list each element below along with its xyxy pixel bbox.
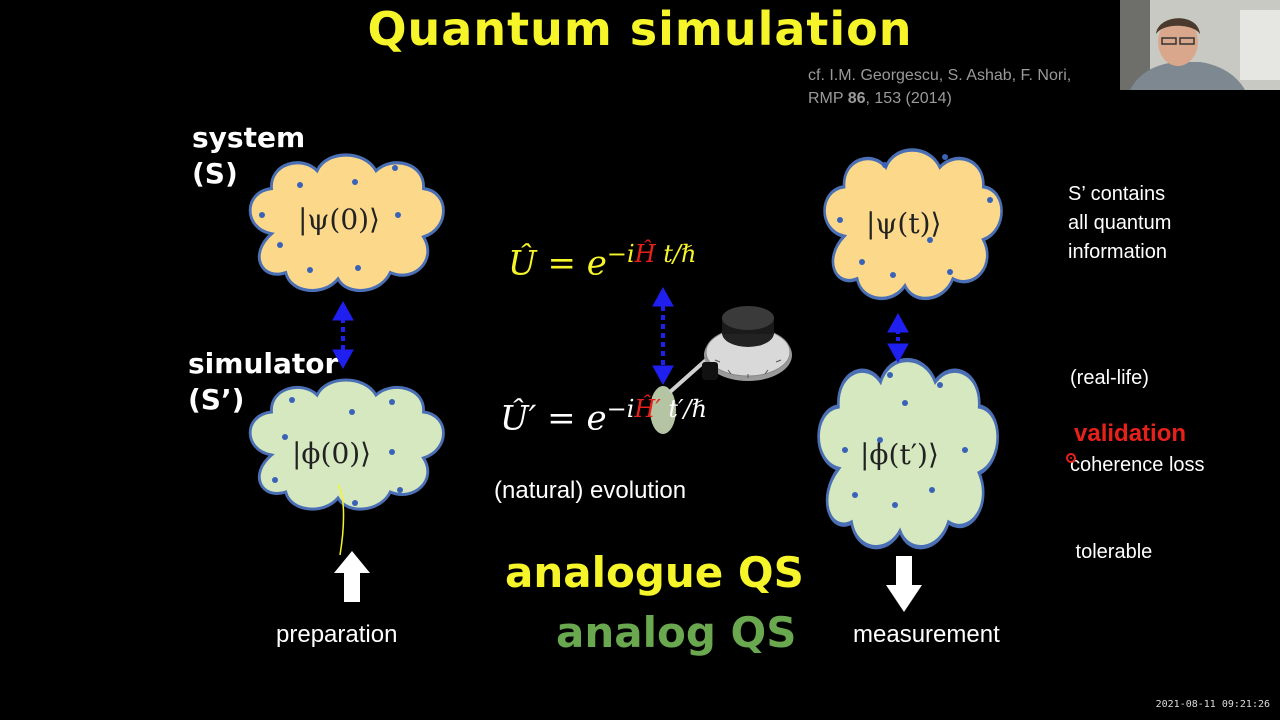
- formula-U-exp-post: t/ℏ: [655, 240, 697, 268]
- reference-line-1: cf. I.M. Georgescu, S. Ashab, F. Nori,: [808, 67, 1072, 84]
- recording-timestamp: 2021-08-11 09:21:26: [1155, 699, 1270, 710]
- simulator-label-symbol: (S’): [188, 383, 245, 416]
- state-phi0: |ϕ(0)⟩: [292, 437, 372, 470]
- measurement-label: measurement: [853, 621, 1000, 648]
- dashed-double-arrow-icon: [887, 312, 909, 364]
- system-particles: [259, 165, 401, 273]
- system-particles-t: [837, 154, 993, 278]
- state-psit: |ψ(t)⟩: [866, 207, 942, 240]
- control-knob-icon: [650, 306, 792, 434]
- analogue-qs-label: analogue QS: [505, 548, 804, 597]
- pointer-cursor-icon: [1066, 453, 1076, 463]
- formula-U-eq: = e: [536, 243, 607, 284]
- side-note-line: all quantum: [1068, 212, 1172, 234]
- preparation-label: preparation: [276, 621, 398, 648]
- simulator-particles: [272, 397, 403, 506]
- evolution-label: (natural) evolution: [494, 477, 687, 504]
- down-arrow-icon: [886, 556, 922, 612]
- side-note-line: coherence loss: [1070, 454, 1205, 476]
- system-label-symbol: (S): [192, 157, 238, 190]
- side-note-line: tolerable: [1070, 541, 1153, 563]
- formula-U-lhs: Û: [508, 243, 537, 284]
- simulator-label-text: simulator: [188, 347, 339, 380]
- formula-Up-eq: = e: [536, 398, 607, 439]
- formula-Up-exp-pre: −i: [606, 395, 635, 423]
- dashed-double-arrow-icon: [652, 286, 674, 386]
- formula-Up-hamiltonian: Ĥ′: [634, 395, 661, 423]
- side-note-line: (real-life): [1070, 367, 1149, 389]
- formula-U-prime: Û′ = e−iĤ′ t′/ℏ: [500, 395, 707, 438]
- analog-qs-label: analog QS: [556, 608, 797, 657]
- side-note-information: S’ contains all quantum information: [1068, 180, 1171, 267]
- formula-Up-exp-post: t′/ℏ: [660, 395, 708, 423]
- state-psi0: |ψ(0)⟩: [298, 203, 380, 236]
- formula-U-exp-pre: −i: [606, 240, 635, 268]
- formula-U-hamiltonian: Ĥ: [634, 240, 656, 268]
- validation-label: validation: [1074, 420, 1187, 447]
- presenter-image: [1120, 0, 1280, 90]
- dashed-double-arrow-icon: [332, 300, 354, 370]
- formula-U: Û = e−iĤ t/ℏ: [508, 240, 696, 283]
- reference-citation: cf. I.M. Georgescu, S. Ashab, F. Nori, R…: [808, 64, 1071, 110]
- side-note-line: information: [1068, 241, 1167, 263]
- reference-pages: , 153 (2014): [865, 90, 952, 107]
- up-arrow-icon: [334, 551, 370, 602]
- preparation-trace: [337, 484, 345, 556]
- reference-volume: 86: [847, 90, 866, 107]
- webcam-video: [1120, 0, 1280, 90]
- system-label: system (S): [192, 120, 305, 192]
- side-note-coherence: (real-life) coherence loss tolerable: [1070, 306, 1205, 596]
- reference-journal: RMP: [808, 90, 848, 107]
- formula-Up-lhs: Û′: [500, 398, 537, 439]
- simulator-label: simulator (S’): [188, 346, 338, 418]
- simulator-particles-t: [842, 372, 968, 508]
- slide-title: Quantum simulation: [367, 2, 913, 56]
- side-note-line: S’ contains: [1068, 183, 1166, 205]
- reference-line-2: RMP 86, 153 (2014): [808, 87, 1071, 110]
- state-phitp: |ϕ(t′)⟩: [860, 438, 939, 471]
- system-label-text: system: [192, 121, 306, 154]
